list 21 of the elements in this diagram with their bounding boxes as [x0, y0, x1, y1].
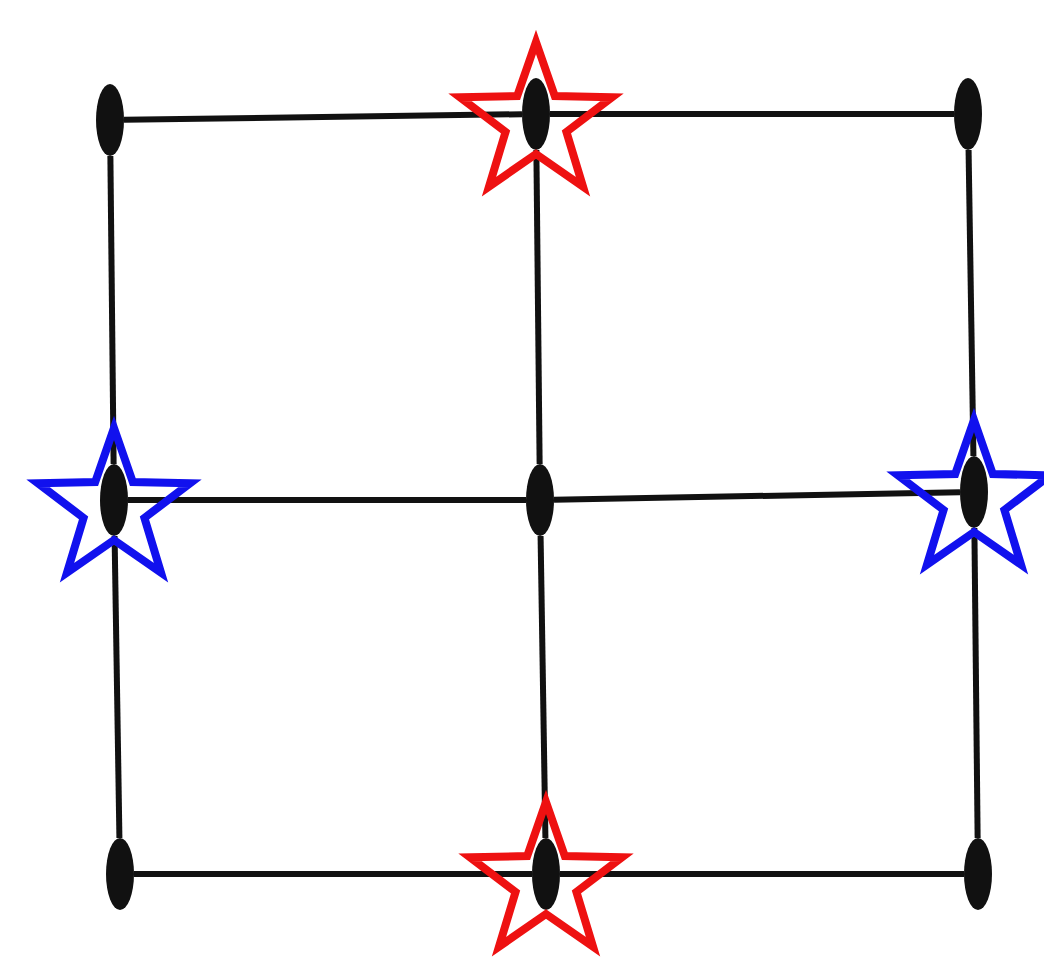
grid-dot — [960, 456, 988, 528]
grid-dot — [526, 464, 554, 536]
grid-dot — [522, 78, 550, 150]
connector-line — [537, 535, 549, 839]
connector-line — [553, 489, 961, 503]
connector-line — [971, 527, 981, 839]
connector-line — [123, 111, 523, 123]
connector-line — [107, 155, 117, 465]
connector-line — [533, 149, 543, 465]
grid-dot — [964, 838, 992, 910]
connector-line — [128, 497, 526, 503]
connector-line — [134, 871, 532, 877]
grid-dot — [532, 838, 560, 910]
grid-dot — [106, 838, 134, 910]
grid-dot — [96, 84, 124, 156]
connector-line — [111, 535, 123, 839]
connector-line — [560, 871, 964, 877]
grid-dot — [954, 78, 982, 150]
grid-dot — [100, 464, 128, 536]
connector-line — [965, 149, 977, 457]
connector-line — [550, 111, 954, 117]
